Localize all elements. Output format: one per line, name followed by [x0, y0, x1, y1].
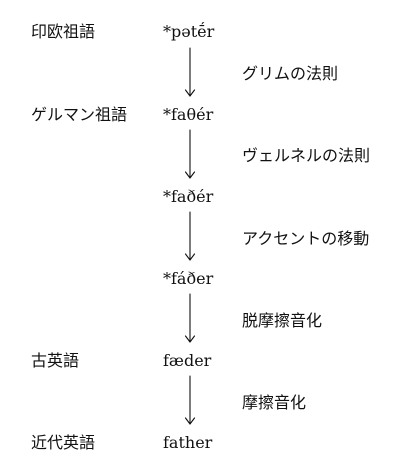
- form-after-verner: *faðér: [163, 187, 214, 206]
- arrow-verner: [184, 129, 196, 179]
- rule-fricativization: 摩擦音化: [242, 393, 307, 412]
- arrow-fricativization: [184, 375, 196, 425]
- arrow-grimm: [184, 47, 196, 97]
- form-modern-english: father: [163, 433, 213, 452]
- form-proto-indo-european: *pətḗr: [163, 22, 215, 41]
- form-old-english: fæder: [163, 351, 212, 370]
- rule-accent-shift: アクセントの移動: [242, 229, 370, 248]
- arrow-defricativization: [184, 293, 196, 343]
- stage-label-modern-english: 近代英語: [31, 433, 96, 452]
- rule-defricativization: 脱摩擦音化: [242, 311, 323, 330]
- stage-label-proto-indo-european: 印欧祖語: [31, 22, 96, 41]
- form-proto-germanic: *faθér: [163, 105, 214, 124]
- rule-verners-law: ヴェルネルの法則: [242, 146, 371, 165]
- stage-label-proto-germanic: ゲルマン祖語: [31, 105, 128, 124]
- rule-grimms-law: グリムの法則: [242, 64, 339, 83]
- arrow-accent-shift: [184, 211, 196, 261]
- stage-label-old-english: 古英語: [31, 351, 80, 370]
- form-after-accent-shift: *fáðer: [163, 269, 214, 288]
